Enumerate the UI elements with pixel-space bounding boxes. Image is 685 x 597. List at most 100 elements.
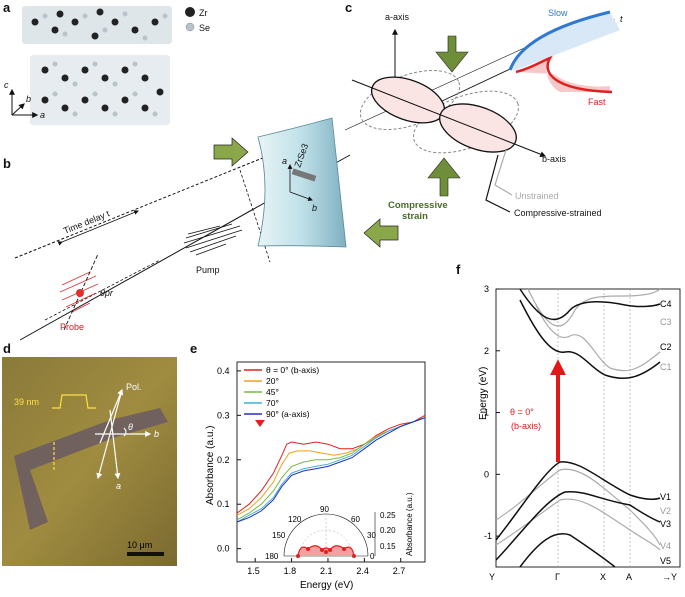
chart-e-ylabel: Absorbance (a.u.) — [205, 426, 216, 506]
compression-arrow-bottom — [427, 157, 461, 197]
scalebar — [127, 552, 164, 556]
strained-lobe-1 — [370, 76, 446, 124]
y-tick-label: 0.4 — [217, 366, 230, 376]
compressive-strained-legend: Compressive-strained — [514, 208, 602, 218]
y-tick-label: 0.3 — [217, 410, 230, 420]
polar-r-015: 0.15 — [380, 542, 396, 551]
y-tick-label: 0.1 — [217, 499, 230, 509]
kpoint-gamma: Γ — [555, 572, 560, 582]
band-c1: C1 — [660, 362, 672, 372]
zr-legend-dot — [185, 7, 195, 17]
panel-b: b Time delay t Pump θpr Probe a b ZrSe3 — [3, 117, 399, 341]
time-delay-arrow — [57, 210, 139, 246]
chart-e-xlabel: Energy (eV) — [300, 580, 353, 591]
a-label: a — [116, 481, 121, 491]
legend-label: 20° — [266, 376, 279, 386]
legend-label: 90° (a-axis) — [266, 409, 310, 419]
kpoint-x: X — [600, 572, 606, 582]
compressive-strain-label-1: Compressive — [388, 200, 448, 211]
unstrained-legend: Unstrained — [515, 191, 559, 201]
t-axis-label: t — [620, 14, 623, 24]
band-ytick-label: -1 — [484, 531, 492, 541]
kpoint-y-end: →Y — [662, 572, 677, 582]
panel-a-label: a — [3, 0, 11, 15]
t-axis-shadow — [344, 37, 547, 131]
x-tick-label: 1.8 — [284, 566, 297, 576]
unstrained-leader — [494, 149, 513, 196]
x-tick-label: 1.5 — [247, 566, 260, 576]
x-tick-label: 2.7 — [393, 566, 406, 576]
band-ytick-label: 1 — [484, 408, 489, 418]
panel-c: c a-axis t b-axis Slow Fast Compressive … — [344, 0, 623, 222]
compression-arrow-top — [435, 35, 469, 73]
probe-label: Probe — [60, 322, 84, 332]
axis-a-label: a — [40, 110, 45, 120]
kpoint-a: A — [626, 572, 632, 582]
compressive-strain-label-2: strain — [402, 211, 428, 222]
crystal-slab — [257, 117, 347, 248]
x-tick-label: 2.4 — [356, 566, 369, 576]
panel-d: d 39 nm Pol. θ b a 10 μm — [2, 341, 177, 566]
probe-pulse — [59, 271, 99, 313]
kpoint-y: Y — [489, 572, 495, 582]
panel-c-label: c — [345, 0, 352, 15]
band-v1: V1 — [660, 492, 671, 502]
strained-bands — [495, 288, 661, 568]
crystal-structure-upper — [22, 6, 172, 44]
panel-b-label: b — [3, 156, 11, 171]
polar-0: 0 — [370, 552, 375, 561]
x-tick-label: 2.1 — [320, 566, 333, 576]
panel-a: a — [3, 0, 210, 125]
polar-r-025: 0.25 — [380, 511, 396, 520]
slow-curve — [508, 10, 611, 71]
band-v2: V2 — [660, 506, 671, 516]
crystal-axis-a-label: a — [282, 156, 287, 166]
band-v3: V3 — [660, 519, 671, 529]
unstrained-bands — [495, 288, 661, 551]
crystal-structure-lower — [30, 55, 170, 125]
fast-label: Fast — [588, 97, 606, 107]
band-c3: C3 — [660, 317, 672, 327]
axis-c-label: c — [4, 80, 9, 90]
axis-triad-a — [9, 88, 39, 118]
polar-150: 150 — [272, 531, 286, 540]
series-line-3 — [236, 417, 426, 523]
probe-polarization-line — [63, 253, 99, 331]
polar-r-020: 0.20 — [380, 526, 396, 535]
sample-flake — [291, 168, 317, 182]
strained-lobe-2 — [439, 103, 517, 153]
pump-pulse — [183, 223, 243, 256]
crystal-axis-b — [289, 191, 313, 201]
legend-label: θ = 0° (b-axis) — [266, 365, 319, 375]
panel-e-label: e — [190, 341, 197, 356]
fast-curve — [515, 55, 613, 94]
scalebar-label: 10 μm — [127, 540, 152, 550]
legend-label: 45° — [266, 387, 279, 397]
band-ytick-label: 3 — [484, 284, 489, 294]
time-delay-left-guide — [14, 156, 266, 259]
polar-inset: 120 90 60 150 30 180 0 0.25 0.20 0.15 Ab… — [265, 492, 414, 561]
polar-90: 90 — [320, 505, 329, 514]
strain-arrow-left — [213, 137, 249, 167]
band-c4: C4 — [660, 299, 672, 309]
time-delay-right-guide — [239, 169, 271, 263]
polar-120: 120 — [288, 515, 302, 524]
beam-guide — [44, 259, 161, 321]
height-profile — [52, 394, 96, 409]
series-line-0 — [236, 414, 426, 514]
chart-e-series — [236, 414, 426, 523]
slow-fill — [510, 12, 620, 70]
band-frame — [495, 288, 681, 568]
b-label: b — [154, 429, 159, 439]
band-c2: C2 — [660, 342, 672, 352]
y-tick-label: 0.2 — [217, 455, 230, 465]
fast-fill — [516, 60, 610, 92]
pol-label: Pol. — [126, 382, 142, 392]
slow-label: Slow — [548, 8, 568, 18]
panel-d-label: d — [3, 341, 11, 356]
polar-30: 30 — [367, 531, 376, 540]
strained-leader — [485, 154, 511, 213]
